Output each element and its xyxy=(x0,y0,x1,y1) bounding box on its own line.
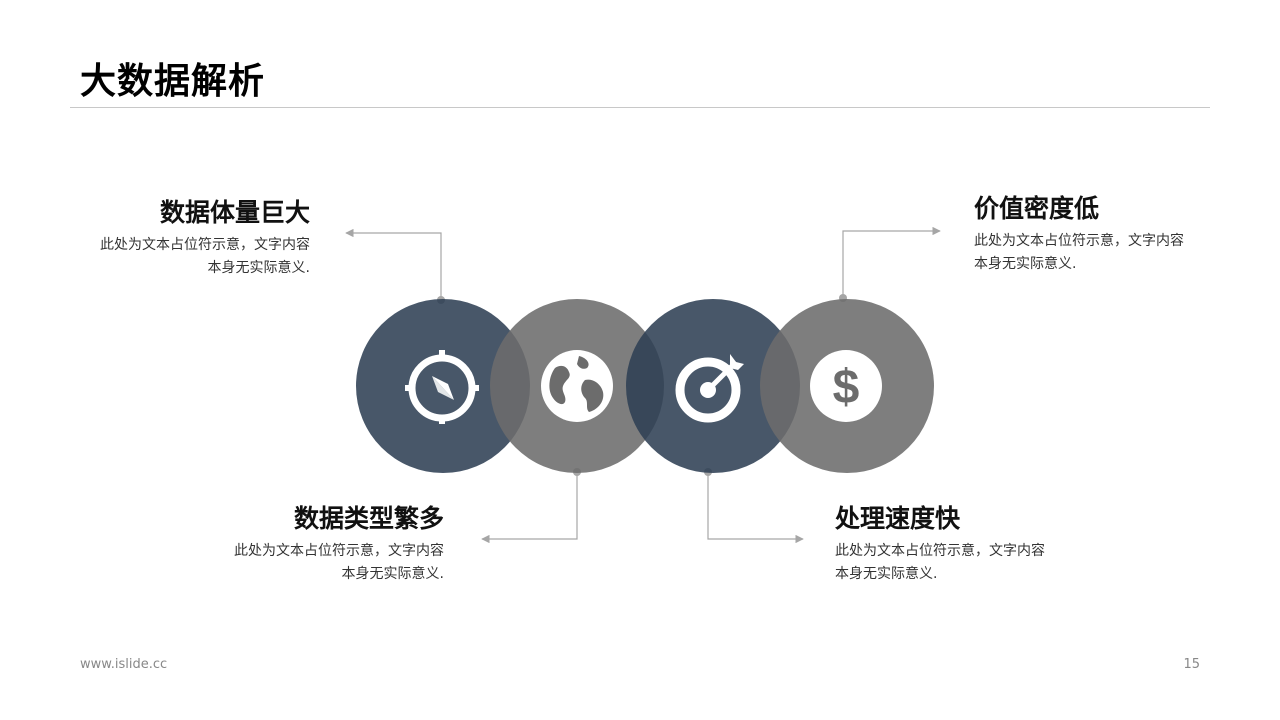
item-desc-2-line-2: 本身无实际意义. xyxy=(341,566,444,582)
item-title-3: 处理速度快 xyxy=(835,504,961,533)
compass-icon xyxy=(405,350,479,424)
item-desc-4-line-2: 本身无实际意义. xyxy=(974,256,1077,272)
item-title-2: 数据类型繁多 xyxy=(293,504,444,533)
connector-4 xyxy=(842,226,941,298)
item-block-1: 数据体量巨大 此处为文本占位符示意，文字内容 本身无实际意义. xyxy=(80,196,310,280)
item-desc-1: 此处为文本占位符示意，文字内容 本身无实际意义. xyxy=(80,234,310,280)
connector-2 xyxy=(481,472,578,544)
item-desc-3-line-1: 此处为文本占位符示意，文字内容 xyxy=(835,543,1045,559)
item-desc-1-line-2: 本身无实际意义. xyxy=(207,260,310,276)
svg-text:$: $ xyxy=(833,361,860,414)
item-title-1: 数据体量巨大 xyxy=(159,198,310,227)
item-block-2: 数据类型繁多 此处为文本占位符示意，文字内容 本身无实际意义. xyxy=(214,502,444,586)
connector-3 xyxy=(707,472,804,544)
item-desc-4-line-1: 此处为文本占位符示意，文字内容 xyxy=(974,233,1184,249)
target-icon xyxy=(675,354,744,423)
connector-1 xyxy=(345,228,442,300)
item-block-3: 处理速度快 此处为文本占位符示意，文字内容 本身无实际意义. xyxy=(835,502,1065,586)
title-divider xyxy=(70,107,1210,108)
page-number: 15 xyxy=(1183,657,1200,672)
item-block-4: 价值密度低 此处为文本占位符示意，文字内容 本身无实际意义. xyxy=(974,192,1204,276)
item-desc-4: 此处为文本占位符示意，文字内容 本身无实际意义. xyxy=(974,230,1204,276)
item-desc-3: 此处为文本占位符示意，文字内容 本身无实际意义. xyxy=(835,540,1065,586)
page-title: 大数据解析 xyxy=(80,61,266,102)
item-desc-2-line-1: 此处为文本占位符示意，文字内容 xyxy=(234,543,444,559)
dollar-icon: $ xyxy=(810,350,882,422)
footer-url: www.islide.cc xyxy=(80,657,168,672)
item-desc-1-line-1: 此处为文本占位符示意，文字内容 xyxy=(100,237,310,253)
item-title-4: 价值密度低 xyxy=(974,194,1100,223)
globe-icon xyxy=(541,350,613,422)
item-desc-2: 此处为文本占位符示意，文字内容 本身无实际意义. xyxy=(214,540,444,586)
item-desc-3-line-2: 本身无实际意义. xyxy=(835,566,938,582)
